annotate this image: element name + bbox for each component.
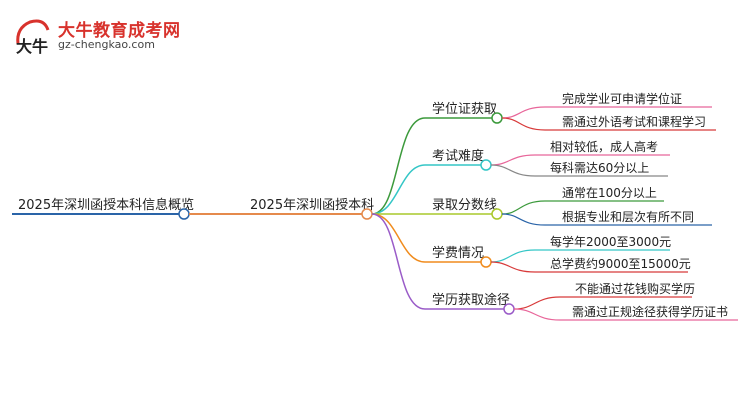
- branch-4-leaf-2-curve: [490, 261, 536, 273]
- branch-5-leaf-2-curve: [513, 308, 561, 321]
- branch-2-leaf-1: 相对较低，成人高考: [550, 139, 658, 154]
- branch-2-node[interactable]: [480, 159, 492, 171]
- branch-4-leaf-2: 总学费约9000至15000元: [550, 256, 691, 271]
- logo-title: 大牛教育成考网: [58, 21, 181, 41]
- branch-4-curve: [371, 213, 426, 263]
- logo-mark-icon: 大牛: [16, 19, 50, 56]
- branch-3-label: 录取分数线: [432, 198, 497, 213]
- branch-5-leaf-1-curve: [513, 296, 561, 310]
- branch-3-leaf-2: 根据专业和层次有所不同: [562, 209, 694, 224]
- branch-1-leaf-1: 完成学业可申请学位证: [562, 91, 682, 106]
- branch-1-label: 学位证获取: [432, 101, 497, 117]
- root-node[interactable]: [178, 208, 190, 220]
- branch-4-label: 学费情况: [432, 245, 484, 261]
- site-logo[interactable]: 大牛 大牛教育成考网 gz-chengkao.com: [10, 14, 210, 56]
- branch-1-node[interactable]: [491, 112, 503, 124]
- branch-2-curve: [371, 164, 426, 215]
- branch-2-leaf-1-curve: [490, 154, 536, 166]
- branch-5-curve: [371, 213, 426, 310]
- branch-1-curve: [371, 117, 426, 215]
- branch-1-leaf-1-curve: [501, 106, 546, 119]
- branch-5-leaf-2: 需通过正规途径获得学历证书: [572, 304, 728, 319]
- center-node[interactable]: [361, 208, 373, 220]
- branch-4-leaf-1: 每学年2000至3000元: [550, 234, 671, 249]
- logo-url: gz-chengkao.com: [58, 38, 155, 51]
- branch-1-leaf-2: 需通过外语考试和课程学习: [562, 114, 706, 129]
- branch-3-leaf-1: 通常在100分以上: [562, 186, 657, 200]
- branch-4-leaf-1-curve: [490, 249, 536, 263]
- branch-5-node[interactable]: [503, 303, 515, 315]
- branch-3-leaf-2-curve: [501, 213, 546, 226]
- root-label: 2025年深圳函授本科信息概览: [18, 197, 194, 213]
- branch-2-leaf-2: 每科需达60分以上: [550, 160, 649, 175]
- logo-mark-text: 大牛: [16, 37, 48, 56]
- branch-2-label: 考试难度: [432, 148, 484, 164]
- branch-1-leaf-2-curve: [501, 117, 546, 131]
- branch-5-leaf-1: 不能通过花钱购买学历: [575, 281, 695, 296]
- branch-2-leaf-2-curve: [490, 164, 536, 177]
- branch-3-node[interactable]: [491, 208, 503, 220]
- branch-3-leaf-1-curve: [501, 200, 546, 215]
- branch-4-node[interactable]: [480, 256, 492, 268]
- branch-5-label: 学历获取途径: [432, 292, 510, 308]
- center-label: 2025年深圳函授本科: [250, 198, 374, 213]
